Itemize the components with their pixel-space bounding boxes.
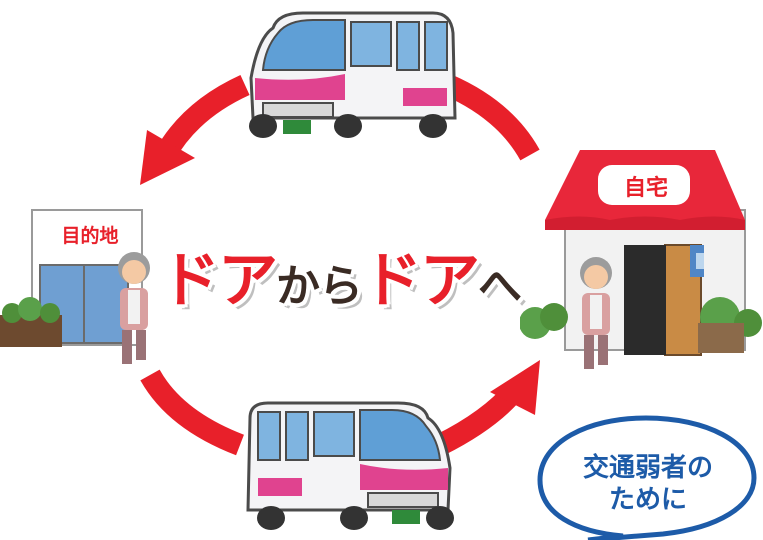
van-icon-bottom (246, 401, 454, 530)
destination-sign: 目的地 (61, 225, 119, 247)
home-sign: 自宅 (623, 176, 668, 201)
elderly-person-icon-right (580, 257, 612, 369)
headline-part-3: ドア (362, 246, 480, 316)
speech-bubble-line-2: ために (608, 485, 687, 515)
van-icon-top (249, 11, 457, 138)
arrowhead-top-left (140, 130, 195, 185)
headline-part-1: ドア (160, 246, 278, 316)
speech-bubble-line-1: 交通弱者の (582, 453, 713, 483)
headline: ドア から ドア へ (160, 232, 590, 316)
headline-part-4: へ (478, 261, 522, 312)
arrowhead-bottom-right (490, 360, 540, 415)
elderly-person-icon-left (118, 252, 150, 364)
speech-bubble-icon (537, 415, 757, 540)
speech-bubble-text: 交通弱者の ために (548, 452, 748, 516)
arrow-bottom-left (140, 369, 245, 456)
headline-part-2: から (276, 261, 363, 312)
arrow-top-right (443, 74, 540, 161)
